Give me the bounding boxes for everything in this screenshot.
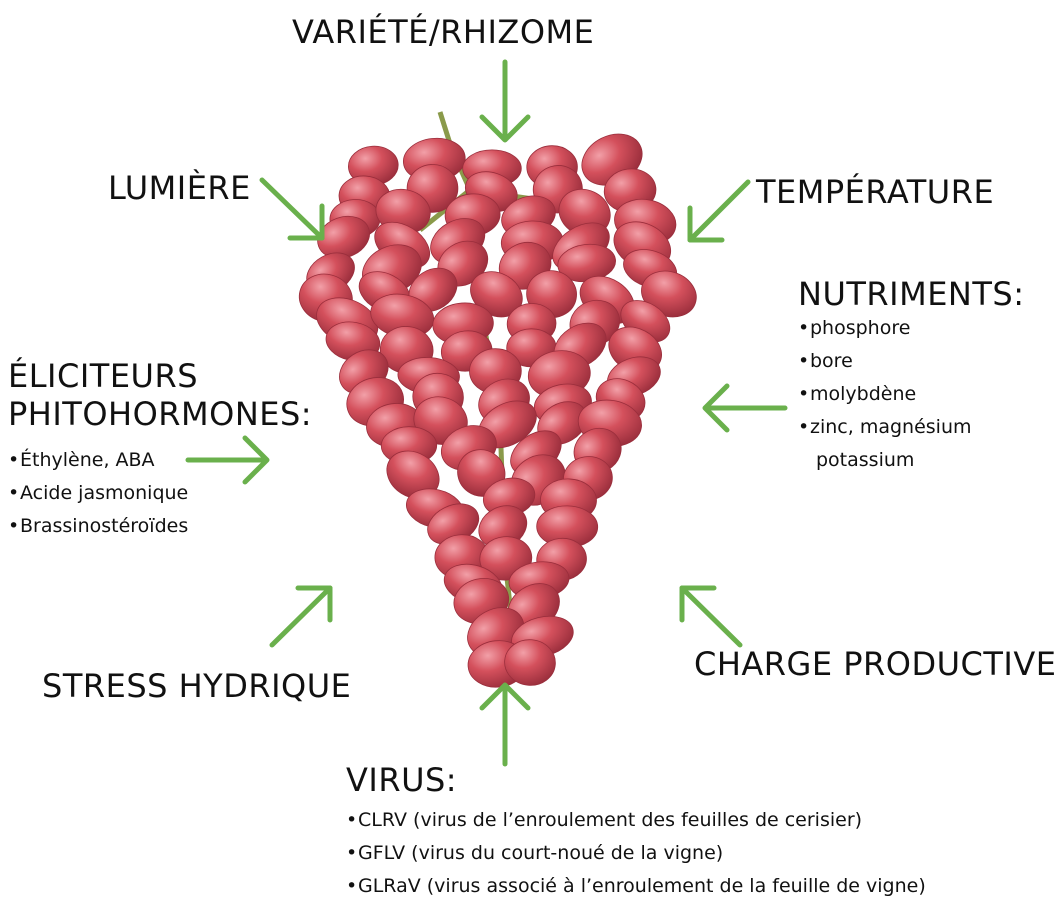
list-item: •CLRV (virus de l’enroulement des feuill… [346, 804, 926, 837]
list-item: •Éthylène, ABA [8, 444, 188, 477]
label-nutriments: NUTRIMENTS: [798, 276, 1024, 312]
arrow-charge [682, 588, 740, 645]
label-charge-productive: CHARGE PRODUCTIVE [694, 646, 1054, 682]
bullet-icon: • [8, 477, 20, 510]
bullet-icon: • [346, 870, 358, 903]
list-item: •GFLV (virus du court-noué de la vigne) [346, 837, 926, 870]
nutriments-list: •phosphore •bore •molybdène •zinc, magné… [798, 312, 972, 477]
list-item: potassium [798, 444, 972, 477]
label-stress-hydrique: STRESS HYDRIQUE [42, 668, 351, 704]
bullet-icon: • [798, 411, 810, 444]
virus-list: •CLRV (virus de l’enroulement des feuill… [346, 804, 926, 903]
arrow-variete [482, 62, 528, 140]
list-item: •bore [798, 345, 972, 378]
bullet-icon: • [346, 804, 358, 837]
label-virus: VIRUS: [346, 762, 457, 798]
list-item: •GLRaV (virus associé à l’enroulement de… [346, 870, 926, 903]
label-lumiere: LUMIÈRE [108, 170, 251, 206]
list-item: •Acide jasmonique [8, 477, 188, 510]
list-item: •molybdène [798, 378, 972, 411]
label-variete-rhizome: VARIÉTÉ/RHIZOME [292, 14, 594, 50]
bullet-icon: • [8, 444, 20, 477]
label-phitohormones: PHITOHORMONES: [8, 396, 312, 432]
arrow-lumiere [262, 180, 322, 238]
label-temperature: TEMPÉRATURE [756, 174, 994, 210]
arrow-eliciteurs [188, 438, 267, 482]
list-item: •zinc, magnésium [798, 411, 972, 444]
bullet-icon: • [798, 378, 810, 411]
arrow-temperature [690, 182, 748, 240]
bullet-icon: • [798, 345, 810, 378]
eliciteurs-list: •Éthylène, ABA •Acide jasmonique •Brassi… [8, 444, 188, 543]
arrow-virus [482, 685, 528, 764]
arrow-nutriments [705, 386, 785, 430]
list-item: •phosphore [798, 312, 972, 345]
bullet-icon: • [8, 510, 20, 543]
label-eliciteurs: ÉLICITEURS [8, 358, 198, 394]
bullet-icon: • [346, 837, 358, 870]
arrow-stress [272, 588, 330, 645]
list-item: •Brassinostéroïdes [8, 510, 188, 543]
bullet-icon: • [798, 312, 810, 345]
